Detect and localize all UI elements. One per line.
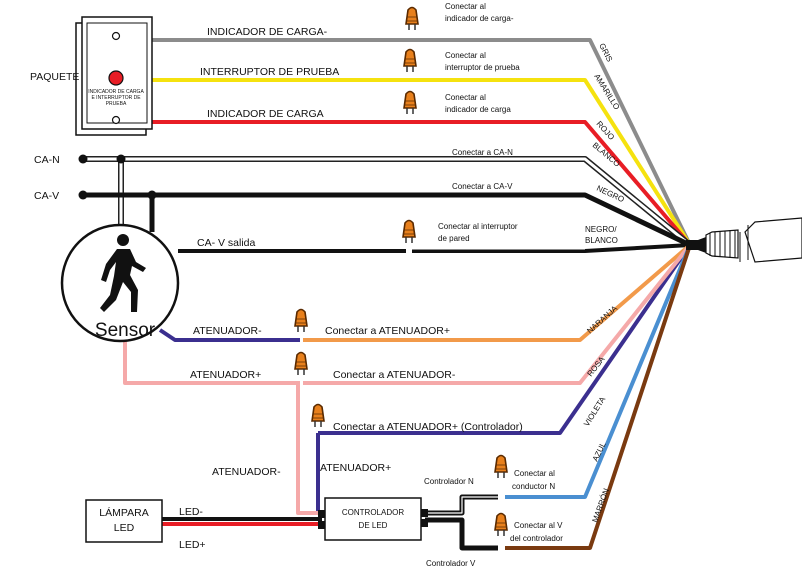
wire-color-marron: MARRÓN bbox=[590, 487, 611, 524]
test-panel: INDICADOR DE CARGA E INTERRUPTOR DE PRUE… bbox=[75, 16, 153, 136]
wire-label-ind-carga: INDICADOR DE CARGA bbox=[207, 108, 324, 120]
ca-v-label: CA-V bbox=[34, 190, 59, 202]
wire-color-negro-blanco-1: NEGRO/ bbox=[585, 225, 617, 234]
atenuador-neg-label: ATENUADOR- bbox=[193, 325, 262, 337]
ca-n-label: CA-N bbox=[34, 154, 60, 166]
conn-ind-line1: Conectar al bbox=[445, 93, 486, 102]
conn-interr-line1: Conectar al bbox=[445, 51, 486, 60]
ca-n-terminal bbox=[78, 154, 88, 164]
panel-label-line2: E INTERRUPTOR DE bbox=[91, 95, 141, 101]
controlador-n-label: Controlador N bbox=[424, 477, 474, 486]
conn-interr-line2: interruptor de prueba bbox=[445, 63, 520, 72]
wire-nut-icon bbox=[405, 6, 419, 31]
brown-wire bbox=[505, 244, 692, 550]
black-white-wire bbox=[178, 243, 691, 253]
conn-ind-neg-line2: indicador de carga- bbox=[445, 14, 514, 23]
conn-atenuador-neg-label: Conectar a ATENUADOR- bbox=[333, 369, 456, 381]
wire-nut-icon bbox=[403, 48, 417, 73]
conn-ind-line2: indicador de carga bbox=[445, 105, 511, 114]
led-neg-label: LED- bbox=[179, 506, 203, 518]
conn-vctrl-line1: Conectar al V bbox=[514, 521, 563, 530]
red-wire bbox=[150, 120, 692, 247]
ca-v-terminal bbox=[78, 190, 88, 200]
gray-wire bbox=[150, 38, 692, 246]
wire-nut-icon bbox=[294, 351, 308, 376]
wire-label-ind-carga-neg: INDICADOR DE CARGA- bbox=[207, 26, 328, 38]
indicator-button-icon bbox=[108, 70, 124, 86]
orange-wire bbox=[303, 243, 692, 342]
driver-output-wires bbox=[425, 494, 498, 551]
wire-nut-icon bbox=[311, 403, 325, 428]
sensor-label: Sensor bbox=[95, 320, 156, 341]
conn-ind-neg-line1: Conectar al bbox=[445, 2, 486, 11]
driver-label-line1: CONTROLADOR bbox=[342, 508, 404, 517]
atenuador-neg-label-2: ATENUADOR- bbox=[212, 466, 281, 478]
conn-can-label: Conectar a CA-N bbox=[452, 148, 513, 157]
yellow-wire bbox=[150, 78, 692, 247]
lamp-label-line2: LED bbox=[114, 522, 135, 534]
led-wires bbox=[162, 517, 322, 526]
conn-cav-label: Conectar a CA-V bbox=[452, 182, 513, 191]
atenuador-pos-label-2: ATENUADOR+ bbox=[320, 462, 391, 474]
wire-label-interruptor: INTERRUPTOR DE PRUEBA bbox=[200, 66, 339, 78]
ca-n-junction bbox=[116, 154, 126, 164]
led-lamp: LÁMPARA LED bbox=[85, 499, 163, 543]
led-pos-label: LED+ bbox=[179, 539, 206, 551]
conn-vctrl-line2: del controlador bbox=[510, 534, 563, 543]
wire-nut-icon bbox=[294, 308, 308, 333]
atenuador-pos-label: ATENUADOR+ bbox=[190, 369, 261, 381]
led-driver: CONTROLADOR DE LED bbox=[318, 497, 428, 541]
conn-atenuador-pos-label: Conectar a ATENUADOR+ bbox=[325, 325, 450, 337]
wire-color-violeta: VIOLETA bbox=[582, 395, 608, 428]
screw-icon bbox=[111, 31, 121, 41]
conn-pared-line2: de pared bbox=[438, 234, 470, 243]
conn-conductor-line1: Conectar al bbox=[514, 469, 555, 478]
wire-nut-icon bbox=[494, 512, 508, 537]
sensor: Sensor bbox=[60, 223, 180, 343]
conn-conductor-line2: conductor N bbox=[512, 482, 555, 491]
ca-v-junction bbox=[147, 190, 157, 200]
controlador-v-label: Controlador V bbox=[426, 559, 476, 568]
wire-color-naranja: NARANJA bbox=[585, 303, 619, 335]
wire-nut-icon bbox=[494, 454, 508, 479]
wire-color-negro-blanco-2: BLANCO bbox=[585, 236, 618, 245]
screw-icon bbox=[111, 115, 121, 125]
walking-person-icon bbox=[100, 234, 146, 312]
panel-label-line1: INDICADOR DE CARGA bbox=[88, 89, 144, 95]
wire-nut-icon bbox=[403, 90, 417, 115]
paquete-label: PAQUETE bbox=[30, 71, 79, 83]
blue-wire bbox=[505, 244, 692, 499]
fixture-connector bbox=[686, 217, 802, 263]
conn-atenuador-ctrl-label: Conectar a ATENUADOR+ (Controlador) bbox=[333, 421, 523, 433]
panel-label-line3: PRUEBA bbox=[106, 101, 127, 107]
wire-nut-icon bbox=[402, 219, 416, 244]
conn-pared-line1: Conectar al interruptor bbox=[438, 222, 518, 231]
black-wire bbox=[83, 192, 692, 248]
ca-v-salida-label: CA- V salida bbox=[197, 237, 256, 249]
lamp-label-line1: LÁMPARA bbox=[99, 506, 148, 519]
driver-label-line2: DE LED bbox=[359, 521, 388, 530]
